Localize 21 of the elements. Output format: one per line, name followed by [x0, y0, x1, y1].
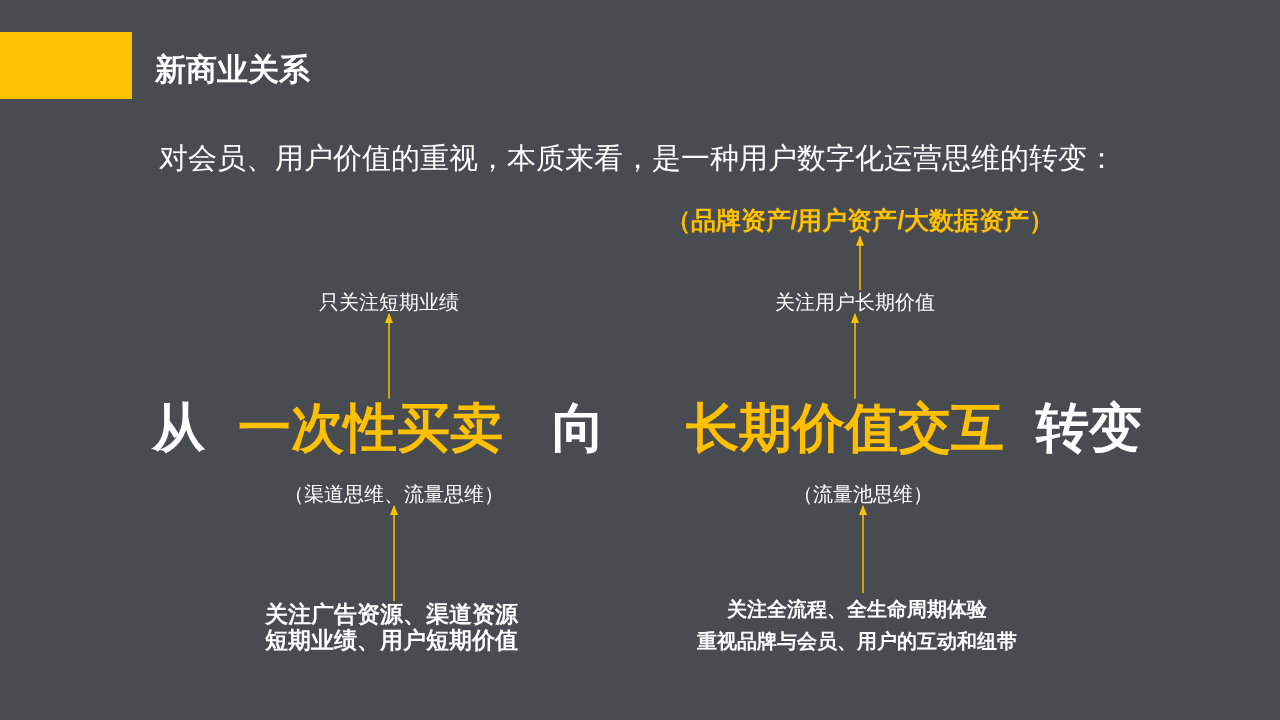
slide-title: 新商业关系 — [155, 51, 310, 89]
connector-word: 从 — [151, 398, 205, 458]
outcome-label: 只关注短期业绩 — [319, 290, 459, 314]
mindset-note: （渠道思维、流量思维） — [284, 482, 504, 506]
focus-text: 短期业绩、用户短期价值 — [264, 627, 518, 653]
key-phrase: 一次性买卖 — [237, 398, 503, 458]
outcome-label: 关注用户长期价值 — [775, 290, 935, 314]
mindset-note: （流量池思维） — [793, 482, 933, 506]
key-phrase: 长期价值交互 — [686, 398, 1004, 458]
focus-text: 关注广告资源、渠道资源 — [264, 601, 518, 627]
connector-word: 向 — [551, 398, 605, 458]
highlight-note: （品牌资产/用户资产/大数据资产） — [665, 205, 1055, 237]
arrow — [851, 313, 859, 400]
arrow — [390, 505, 398, 602]
connector-word: 转变 — [1036, 398, 1142, 458]
arrow — [385, 313, 393, 400]
focus-text: 关注全流程、全生命周期体验 — [726, 597, 988, 622]
subtitle-text: 对会员、用户价值的重视，本质来看，是一种用户数字化运营思维的转变： — [158, 140, 1116, 176]
focus-text: 重视品牌与会员、用户的互动和纽带 — [697, 629, 1017, 654]
arrow — [859, 505, 867, 594]
arrow — [856, 235, 864, 291]
